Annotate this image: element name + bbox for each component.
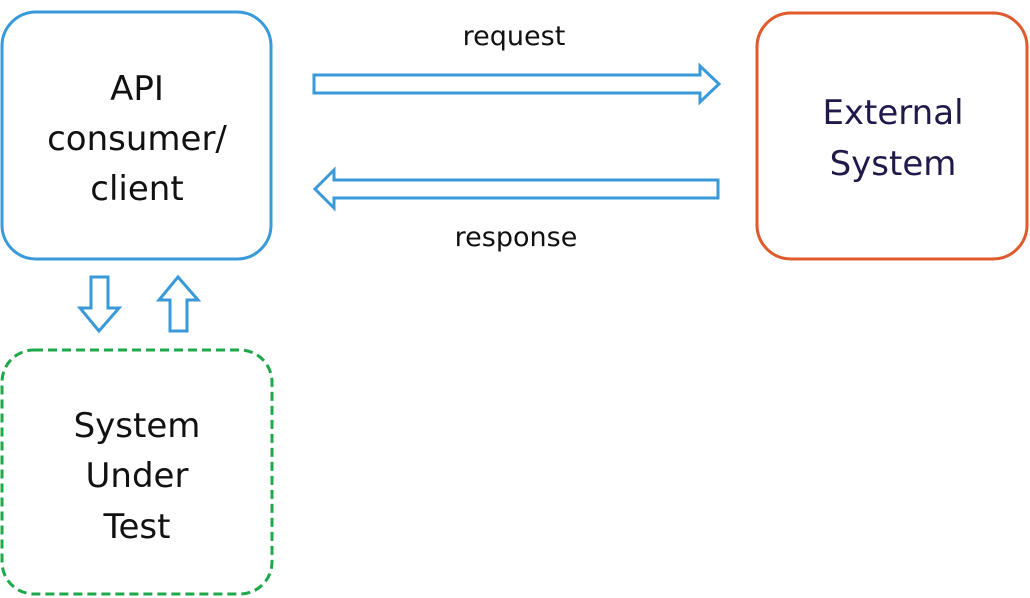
response-label: response xyxy=(455,222,578,253)
api-client-label-line-2: consumer/ xyxy=(47,119,227,159)
api-client-label-line-1: API xyxy=(110,69,164,109)
response-arrow xyxy=(312,166,720,212)
api-client-label-line-3: client xyxy=(90,169,183,209)
api-client-box xyxy=(0,10,273,261)
request-arrow xyxy=(312,62,722,106)
external-system-box xyxy=(755,11,1029,261)
system-under-test-box xyxy=(0,348,274,596)
system-under-test-label-line-3: Test xyxy=(103,507,171,547)
up-arrow xyxy=(155,274,202,333)
down-arrow xyxy=(76,275,123,334)
external-system-label-line-1: External xyxy=(822,93,963,133)
system-under-test-label-line-1: System xyxy=(74,406,201,446)
system-under-test-label-line-2: Under xyxy=(86,456,189,496)
request-label: request xyxy=(463,21,566,52)
external-system-label-line-2: System xyxy=(830,144,957,184)
